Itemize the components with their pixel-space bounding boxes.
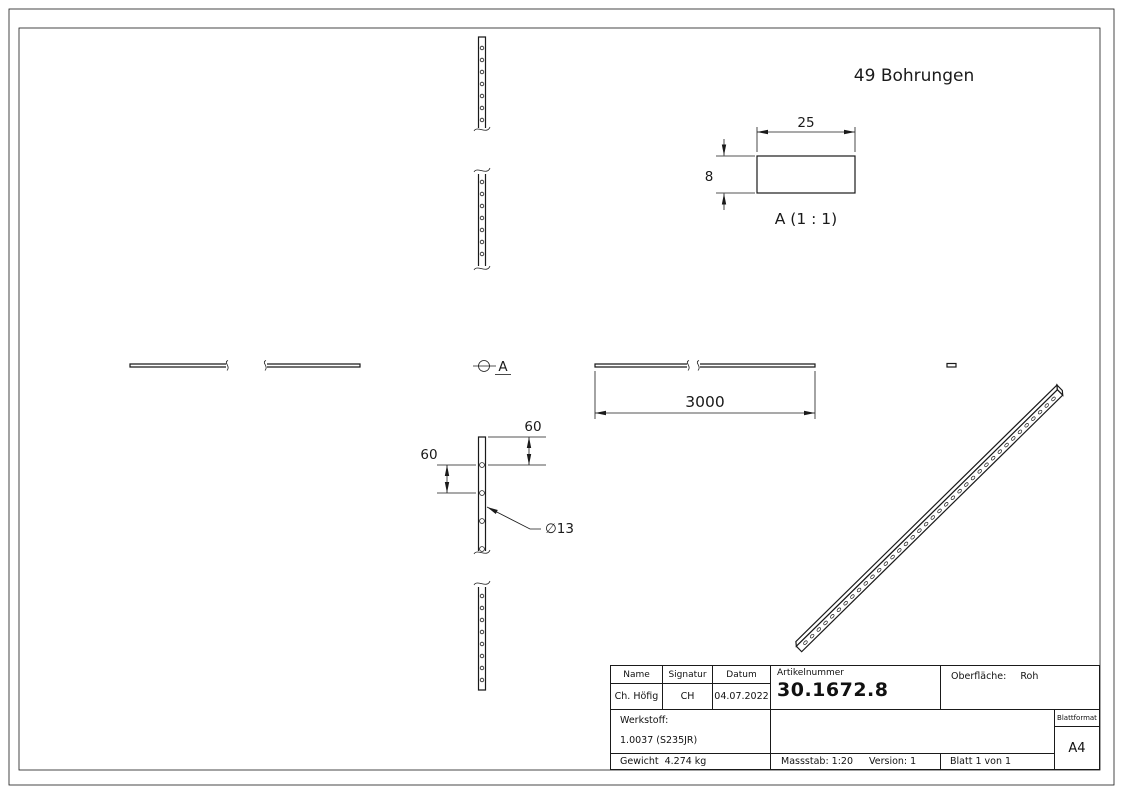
hole-pattern (479, 462, 485, 552)
format-value: A4 (1068, 740, 1086, 756)
weight-cell: Gewicht 4.274 kg (611, 753, 770, 769)
dim-spacing-end-label: 60 (524, 419, 541, 435)
middle-column: Massstab: 1:20 Version: 1 Blatt 1 von 1 (771, 710, 1054, 769)
surface-cell: Oberfläche: Roh (941, 666, 1099, 709)
hole-pattern (479, 593, 485, 683)
break-line (696, 360, 700, 371)
dim-thickness-label: 8 (705, 169, 714, 185)
isometric-view (795, 383, 1064, 653)
signature-column: Signatur CH (663, 666, 713, 709)
dim-width-label: 25 (797, 115, 814, 131)
partial-view-hole-spacing: 60 60 ∅13 (420, 419, 574, 691)
break-line (473, 167, 491, 173)
inner-border (18, 27, 1101, 771)
bar-edge-segment (594, 363, 687, 368)
bar-edge-segment (700, 363, 816, 368)
material-column: Werkstoff: 1.0037 (S235JR) Gewicht 4.274… (611, 710, 771, 769)
page-frame (8, 8, 1115, 786)
break-line (473, 549, 491, 555)
title-block-top-row: Name Ch. Höfig Signatur CH Datum 04.07.2… (611, 666, 1099, 710)
date-column: Datum 04.07.2022 (713, 666, 771, 709)
date-header: Datum (713, 666, 770, 684)
name-header: Name (611, 666, 662, 684)
iso-front-face (795, 388, 1064, 653)
break-line (686, 360, 690, 371)
signature-value: CH (680, 691, 695, 702)
bar-segment (477, 587, 487, 691)
material-cell: Werkstoff: 1.0037 (S235JR) (611, 710, 770, 753)
hole-pattern (479, 179, 485, 257)
end-view (946, 362, 957, 368)
version-value: Version: 1 (869, 756, 917, 767)
note-hole-count: 49 Bohrungen (854, 66, 974, 86)
empty-cell (771, 710, 1054, 753)
side-view-left (129, 360, 361, 371)
title-block: Name Ch. Höfig Signatur CH Datum 04.07.2… (610, 665, 1100, 770)
material-label: Werkstoff: (620, 715, 669, 726)
dim-hole-diameter-label: ∅13 (545, 521, 574, 537)
scale-sheet-row: Massstab: 1:20 Version: 1 Blatt 1 von 1 (771, 753, 1054, 769)
side-view-right: 3000 (594, 360, 816, 419)
detail-view-title: A (1 : 1) (775, 210, 837, 228)
detail-marker-a: A (473, 359, 511, 375)
dim-spacing-label: 60 (420, 447, 437, 463)
article-number-cell: Artikelnummer 30.1672.8 (771, 666, 941, 709)
scale-value: Massstab: 1:20 (781, 756, 853, 767)
break-line (473, 265, 491, 271)
leader-line (486, 506, 541, 530)
name-column: Name Ch. Höfig (611, 666, 663, 709)
iso-hole-pattern (803, 396, 1056, 645)
bar-edge-segment (129, 363, 226, 368)
break-line (473, 126, 491, 132)
hole-pattern (479, 45, 485, 123)
format-column: Blattformat A4 (1054, 710, 1099, 769)
weight-label: Gewicht (620, 756, 659, 767)
bar-edge-segment (267, 363, 361, 368)
bar-segment (477, 174, 487, 266)
break-line (263, 360, 267, 371)
scale-cell: Massstab: 1:20 Version: 1 (771, 754, 941, 769)
cross-section (756, 155, 856, 194)
title-block-bottom-row: Werkstoff: 1.0037 (S235JR) Gewicht 4.274… (611, 710, 1099, 769)
bar-segment (477, 36, 487, 128)
material-value: 1.0037 (S235JR) (620, 735, 698, 746)
format-label: Blattformat (1055, 710, 1099, 727)
break-line (225, 360, 229, 371)
weight-value: 4.274 kg (664, 756, 707, 767)
article-number-value: 30.1672.8 (777, 679, 889, 701)
date-value: 04.07.2022 (714, 691, 769, 702)
signature-header: Signatur (663, 666, 712, 684)
article-number-label: Artikelnummer (777, 668, 844, 678)
bar-segment (477, 436, 487, 551)
iso-top-face (795, 383, 1059, 648)
name-value: Ch. Höfig (614, 691, 659, 702)
outer-border (8, 8, 1115, 786)
sheet-cell: Blatt 1 von 1 (950, 756, 1012, 767)
surface-label: Oberfläche: (951, 671, 1007, 682)
break-line (473, 580, 491, 586)
detail-view-a: 25 8 A (1 : 1) (705, 115, 856, 228)
surface-value: Roh (1020, 671, 1039, 682)
front-view-vertical (473, 36, 491, 271)
dim-length-label: 3000 (685, 393, 724, 411)
detail-marker-letter: A (498, 359, 508, 375)
